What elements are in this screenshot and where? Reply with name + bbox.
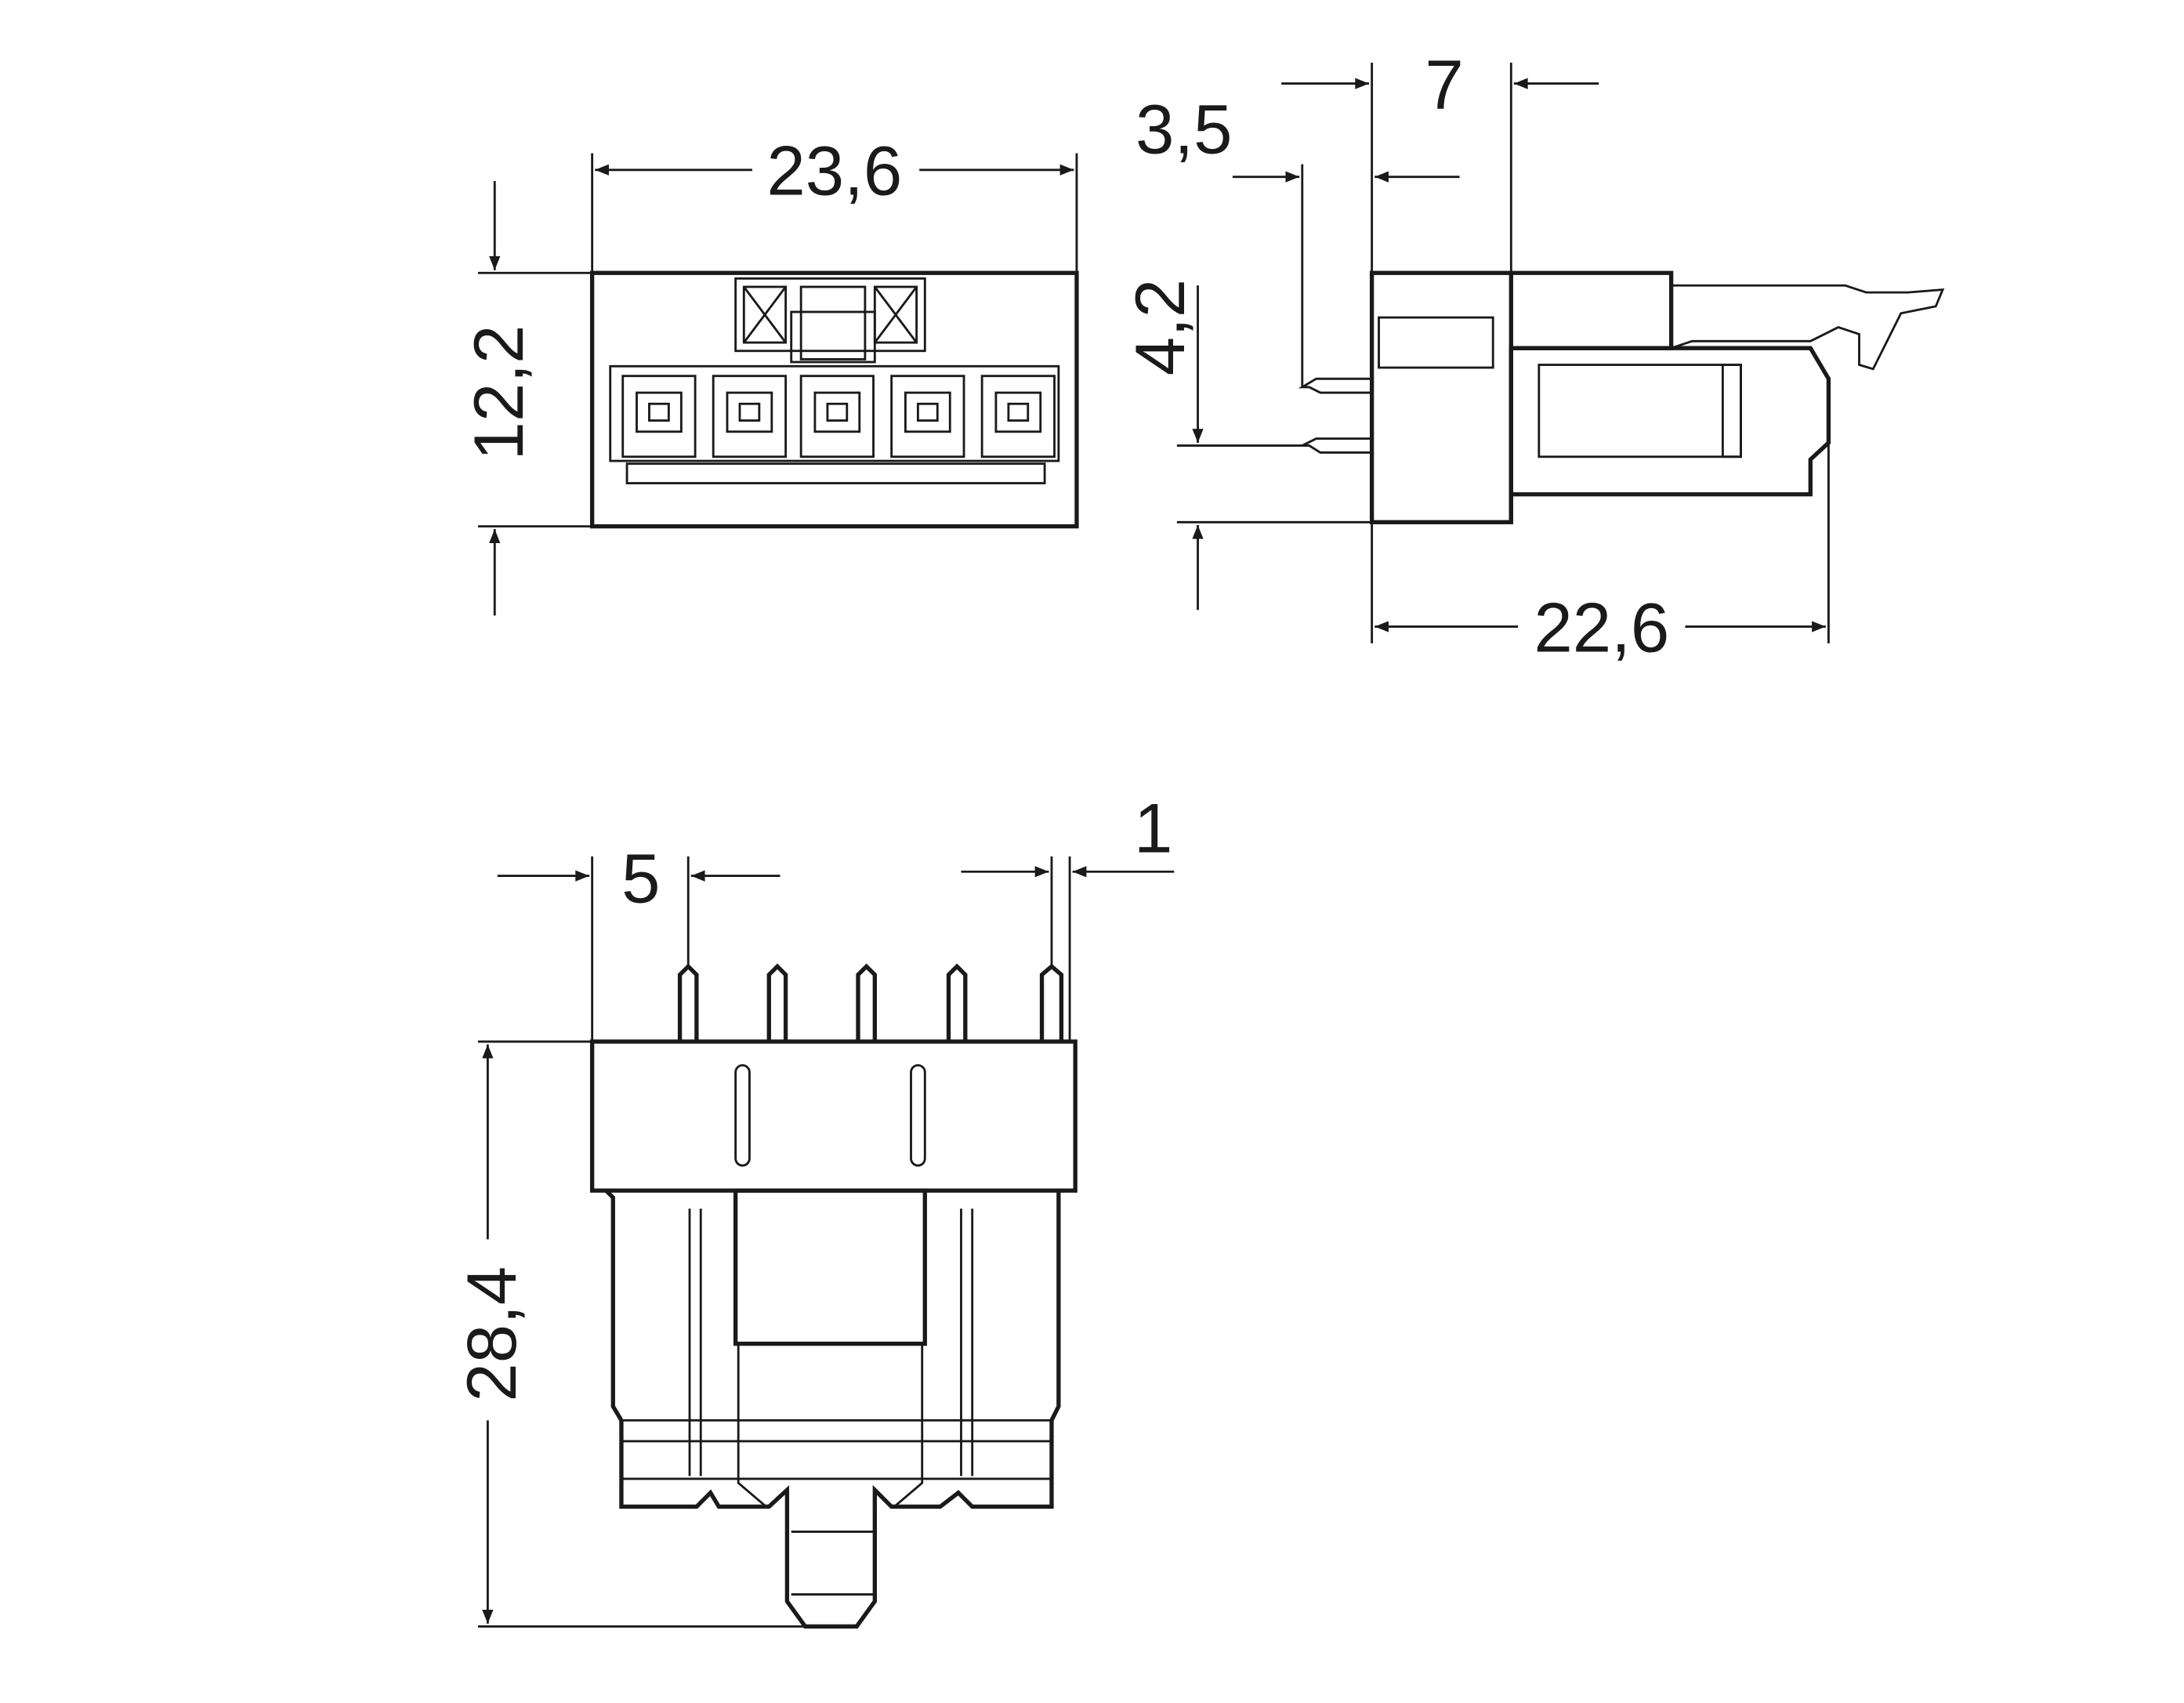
front-view: 23,6 12,2	[460, 132, 1079, 616]
side-width-label: 7	[1425, 46, 1463, 124]
bottom-view: 5 1 28,4	[453, 789, 1175, 1629]
contact-slots	[621, 375, 1056, 458]
front-height-label: 12,2	[460, 325, 538, 461]
bottom-height-label: 28,4	[453, 1266, 531, 1402]
side-view: 3,5 7 4,2 22,6	[1121, 46, 1945, 667]
side-offset-label: 3,5	[1135, 90, 1232, 168]
bottom-pitch-label: 5	[621, 839, 660, 917]
pins	[677, 963, 1064, 1042]
side-length-label: 22,6	[1534, 589, 1669, 667]
bottom-pin-label: 1	[1134, 789, 1172, 867]
side-pin-height-label: 4,2	[1121, 279, 1199, 375]
front-width-label: 23,6	[766, 132, 902, 210]
